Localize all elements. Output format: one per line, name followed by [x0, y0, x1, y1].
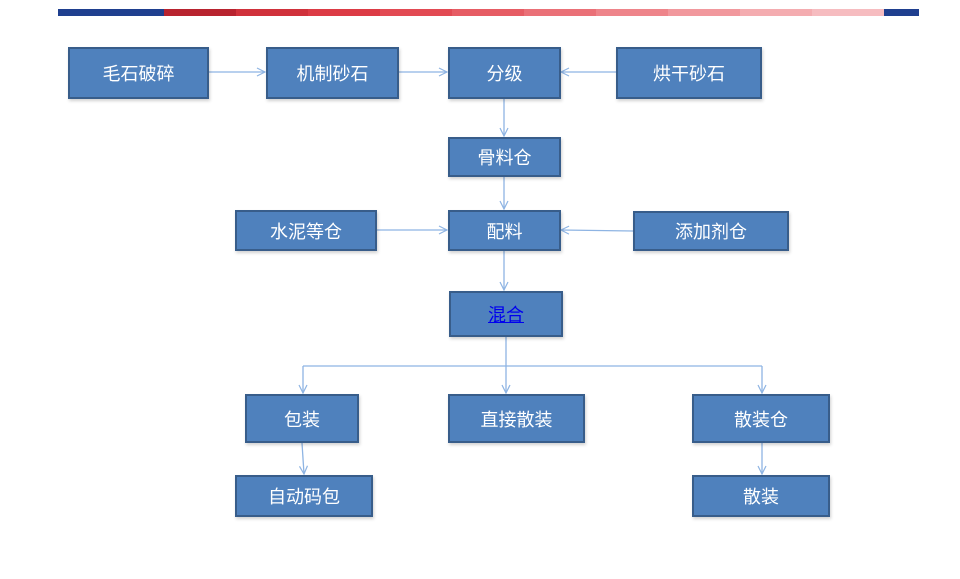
node-cement-silo: 水泥等仓 [235, 210, 377, 251]
mixing-link[interactable]: 混合 [488, 305, 524, 326]
node-mixing[interactable]: 混合 [449, 291, 563, 337]
node-label: 直接散装 [480, 409, 553, 431]
node-label: 毛石破碎 [102, 64, 175, 85]
node-label: 包装 [284, 409, 320, 431]
node-bulk: 散装 [692, 475, 830, 517]
node-label: 水泥等仓 [270, 221, 342, 243]
node-machine-sand: 机制砂石 [266, 47, 399, 99]
arrow-additive-to-batching [561, 230, 634, 231]
node-label: 散装仓 [734, 409, 788, 431]
node-additive-silo: 添加剂仓 [633, 211, 789, 251]
node-packing: 包装 [245, 394, 359, 443]
node-label: 烘干砂石 [653, 64, 725, 85]
node-dried-sand: 烘干砂石 [616, 47, 762, 99]
node-direct-bulk: 直接散装 [448, 394, 585, 443]
node-label: 分级 [486, 64, 523, 85]
node-bulk-silo: 散装仓 [692, 394, 830, 443]
node-label: 散装 [743, 487, 779, 508]
node-auto-stacking: 自动码包 [235, 475, 373, 517]
node-label: 机制砂石 [296, 64, 369, 85]
top-accent-bar [58, 9, 919, 16]
node-grading: 分级 [448, 47, 561, 99]
node-stone-crushing: 毛石破碎 [68, 47, 209, 99]
node-batching: 配料 [448, 210, 561, 251]
arrow-packing-to-auto-stacking [302, 442, 304, 474]
node-label: 自动码包 [268, 487, 340, 508]
node-label: 配料 [486, 221, 523, 243]
node-label: 骨料仓 [477, 148, 532, 169]
node-label: 添加剂仓 [675, 222, 747, 243]
node-aggregate-silo: 骨料仓 [448, 137, 561, 177]
